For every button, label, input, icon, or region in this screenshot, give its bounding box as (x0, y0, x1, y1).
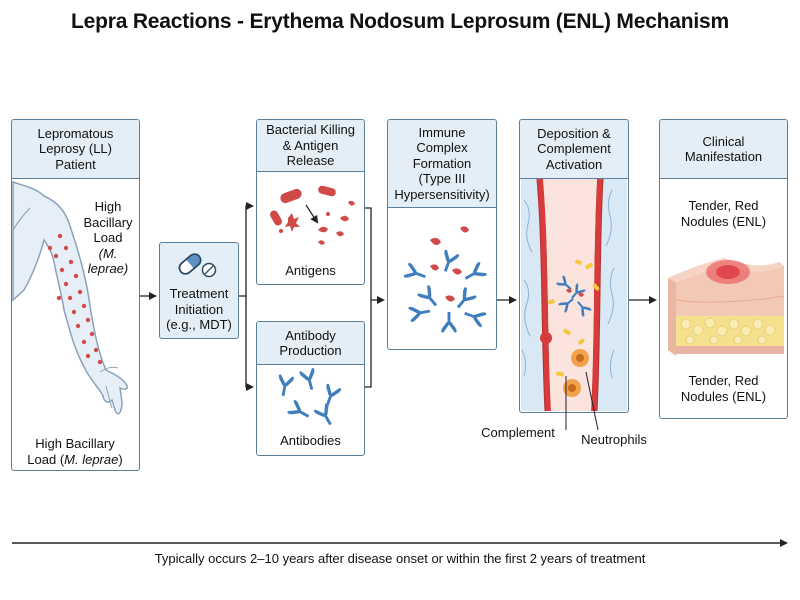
clinical-label-top: Tender, Red Nodules (ENL) (680, 198, 767, 229)
callout-lines (565, 371, 599, 431)
flow-arrows (12, 202, 788, 547)
antibodies-illustration (274, 367, 343, 430)
bacteria-killing-illustration (270, 185, 355, 245)
blood-vessel-illustration (521, 178, 627, 412)
header-line: Leprosy (LL) (39, 141, 112, 157)
killing-box-header: Bacterial Killing & Antigen Release (257, 120, 364, 172)
header-line: Release (286, 153, 335, 169)
killing-box: Bacterial Killing & Antigen Release (256, 119, 365, 285)
header-line: (Type III (418, 171, 466, 187)
header-line: & Antigen (282, 137, 339, 153)
patient-label-bottom: High Bacillary Load (M. leprae) (27, 436, 123, 467)
treatment-label: Treatment Initiation (e.g., MDT) (166, 286, 232, 332)
complex-box: Immune Complex Formation (Type III Hyper… (387, 119, 497, 350)
skin-nodule-illustration (668, 258, 785, 356)
antibody-box-header: Antibody Production (257, 322, 364, 365)
page-title: Lepra Reactions - Erythema Nodosum Lepro… (71, 10, 729, 33)
header-line: Bacterial Killing (266, 122, 355, 138)
header-line: Complement (537, 141, 611, 157)
header-line: Deposition & (537, 125, 611, 141)
header-line: Patient (55, 156, 96, 172)
header-line: Antibody (285, 327, 336, 343)
header-line: Hypersensitivity) (394, 186, 490, 202)
patient-label-top: High Bacillary Load (M. leprae) (83, 199, 133, 276)
deposition-box-header: Deposition & Complement Activation (520, 120, 628, 179)
immune-complex-illustration (403, 226, 488, 333)
header-line: Formation (412, 155, 472, 171)
pill-capsule-icon (178, 253, 217, 278)
complex-box-header: Immune Complex Formation (Type III Hyper… (388, 120, 496, 208)
complement-label: Complement (481, 425, 555, 440)
clinical-box-header: Clinical Manifestation (660, 120, 787, 179)
header-line: Clinical (702, 133, 745, 149)
header-line: Production (279, 343, 342, 358)
timeline-caption: Typically occurs 2–10 years after diseas… (154, 551, 646, 566)
antigens-label: Antigens (285, 263, 336, 278)
header-line: Immune (418, 124, 466, 140)
header-line: Lepromatous (37, 125, 114, 141)
patient-box-header: Lepromatous Leprosy (LL) Patient (12, 120, 139, 179)
header-line: Complex (416, 140, 468, 156)
header-line: Manifestation (684, 149, 763, 164)
header-line: Activation (545, 156, 603, 172)
neutrophils-label: Neutrophils (581, 432, 647, 447)
bacilli-dots (47, 233, 103, 365)
antibodies-label: Antibodies (280, 433, 341, 448)
clinical-label-bottom: Tender, Red Nodules (ENL) (680, 373, 767, 404)
